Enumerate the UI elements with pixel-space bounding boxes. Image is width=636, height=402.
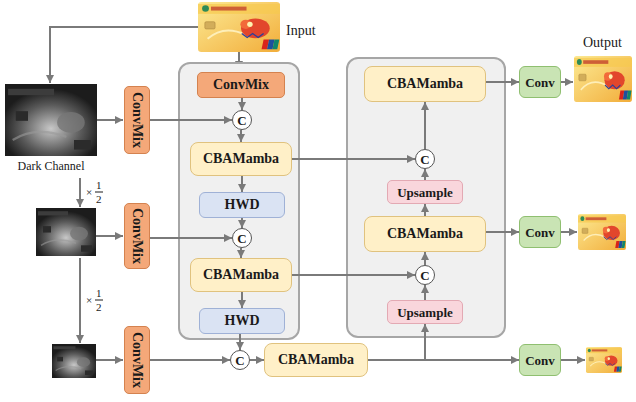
- node-text: CBAMamba: [387, 227, 463, 241]
- flow-arrow: [292, 274, 415, 276]
- flow-arrow: [150, 119, 232, 121]
- dark-channel-quarter: [52, 344, 96, 378]
- flow-arrow: [424, 204, 426, 216]
- flow-arrow: [241, 98, 243, 110]
- flow-arrow: [150, 359, 230, 361]
- conv-box: Conv: [519, 216, 561, 248]
- node-text: ConvMix: [130, 92, 144, 148]
- node-text: C: [420, 269, 429, 282]
- flow-arrow: [240, 130, 242, 142]
- flow-arrow: [368, 324, 425, 360]
- dark-wire: [96, 235, 123, 237]
- cbamamba-box: CBAMamba: [364, 216, 486, 252]
- concat-circle: C: [232, 228, 252, 248]
- output-image-half: [578, 214, 626, 250]
- node-text: ConvMix: [130, 208, 144, 264]
- node-text: Upsample: [397, 306, 453, 319]
- dark-wire: [97, 119, 123, 121]
- scale-numerator: 1: [96, 288, 102, 299]
- node-text: HWD: [225, 198, 260, 212]
- input-wire: [50, 27, 198, 83]
- conv-box: Conv: [519, 344, 561, 376]
- upsample-box: Upsample: [387, 300, 463, 324]
- cbamamba-box: CBAMamba: [264, 343, 368, 377]
- fraction-bar: [95, 192, 103, 193]
- node-text: CBAMamba: [278, 353, 354, 367]
- cbamamba-box: CBAMamba: [190, 258, 292, 292]
- node-text: CBAMamba: [387, 77, 463, 91]
- conv-box: Conv: [519, 66, 561, 98]
- flow-arrow: [424, 252, 426, 265]
- flow-arrow: [239, 334, 241, 350]
- node-text: C: [237, 232, 246, 245]
- cbamamba-box: CBAMamba: [190, 142, 292, 176]
- scale-denominator: 2: [96, 302, 102, 313]
- flow-arrow: [241, 218, 243, 228]
- flow-arrow: [368, 359, 519, 361]
- input-label: Input: [286, 24, 316, 38]
- node-text: Upsample: [397, 186, 453, 199]
- flow-arrow: [250, 359, 264, 361]
- concat-circle: C: [415, 149, 435, 169]
- dark-channel-label: Dark Channel: [0, 160, 102, 172]
- flow-arrow: [486, 81, 519, 83]
- scale-sign: ×: [86, 187, 92, 198]
- output-image: [574, 56, 632, 102]
- scale-denominator: 2: [96, 194, 102, 205]
- scale-numerator: 1: [96, 180, 102, 191]
- node-text: CBAMamba: [203, 268, 279, 282]
- input-image: [198, 2, 280, 52]
- output-wire: [560, 359, 585, 361]
- flow-arrow: [241, 176, 243, 192]
- node-text: HWD: [225, 314, 260, 328]
- node-text: Conv: [525, 354, 555, 367]
- flow-arrow: [424, 102, 426, 149]
- flow-arrow: [241, 292, 243, 308]
- node-text: C: [420, 153, 429, 166]
- scale-sign: ×: [86, 295, 92, 306]
- hwd-box: HWD: [199, 308, 285, 334]
- flow-arrow: [150, 237, 232, 239]
- convmix-box: ConvMix: [124, 86, 150, 154]
- node-text: C: [237, 114, 246, 127]
- flow-arrow: [424, 169, 426, 180]
- dark-channel-image: [5, 84, 97, 156]
- node-text: Conv: [525, 76, 555, 89]
- cbamamba-box: CBAMamba: [364, 66, 486, 102]
- flow-arrow: [240, 248, 242, 258]
- flow-arrow: [486, 231, 519, 233]
- node-text: C: [235, 354, 244, 367]
- fraction-bar: [95, 300, 103, 301]
- node-text: ConvMix: [130, 332, 144, 388]
- dark-wire: [96, 359, 123, 361]
- node-text: ConvMix: [213, 78, 269, 92]
- output-image-quarter: [586, 347, 622, 373]
- convmix-box: ConvMix: [124, 326, 150, 394]
- flow-arrow: [292, 158, 415, 160]
- dark-channel-half: [36, 208, 96, 256]
- output-wire: [560, 81, 573, 83]
- hwd-box: HWD: [199, 192, 285, 218]
- downsample-wire: [79, 258, 81, 343]
- output-label: Output: [583, 36, 622, 50]
- concat-circle: C: [415, 265, 435, 285]
- concat-circle: C: [230, 350, 250, 370]
- stage-panel: ConvMixCCBAMambaHWDCCBAMambaHWD: [178, 62, 300, 340]
- convmix-box: ConvMix: [124, 203, 150, 269]
- concat-circle: C: [232, 110, 252, 130]
- convmix-box: ConvMix: [197, 72, 285, 98]
- node-text: CBAMamba: [203, 152, 279, 166]
- output-wire: [560, 231, 577, 233]
- upsample-box: Upsample: [387, 180, 463, 204]
- node-text: Conv: [525, 226, 555, 239]
- flow-arrow: [424, 285, 426, 300]
- downsample-wire: [79, 178, 81, 207]
